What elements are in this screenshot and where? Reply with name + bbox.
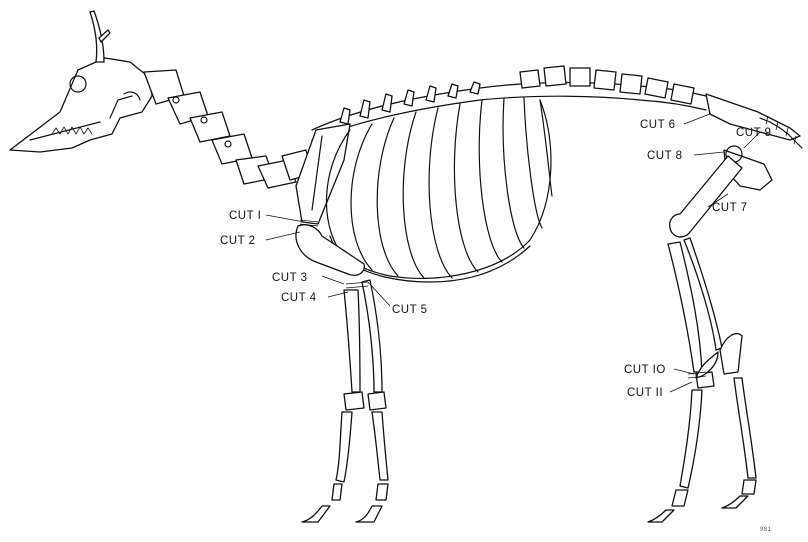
plate-number: 981 — [760, 527, 772, 533]
label-cut-11: CUT II — [627, 387, 663, 399]
label-cut-6: CUT 6 — [640, 119, 676, 131]
label-cut-4: CUT 4 — [281, 292, 317, 304]
label-cut-5: CUT 5 — [392, 304, 428, 316]
label-cut-3: CUT 3 — [272, 272, 308, 284]
antler — [90, 11, 110, 62]
label-cut-9: CUT 9 — [736, 127, 772, 139]
label-cut-1: CUT I — [229, 210, 261, 222]
scapula — [296, 124, 350, 224]
skull — [10, 58, 152, 152]
label-cut-7: CUT 7 — [712, 202, 748, 214]
neck-vertebrae — [144, 70, 312, 188]
label-cut-2: CUT 2 — [220, 235, 256, 247]
fore-limb — [296, 220, 388, 522]
label-cut-8: CUT 8 — [647, 150, 683, 162]
label-cut-10: CUT IO — [624, 364, 666, 376]
